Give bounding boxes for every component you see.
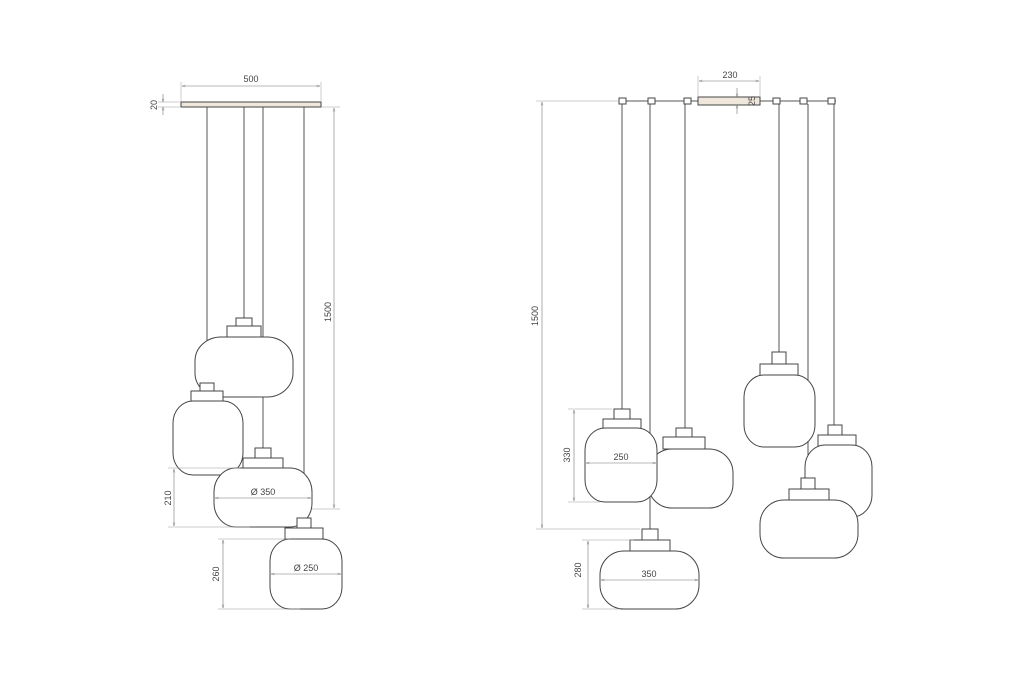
right-dim-total-height: 1500 [530, 100, 640, 530]
left-fixture: 500 20 1500 210 Ø 350 [149, 74, 343, 610]
rail-connector [647, 97, 656, 105]
left-dim-large-shade-height: 210 [163, 467, 250, 528]
right-shade-g [743, 351, 816, 448]
left-large-shade-height-label: 210 [163, 490, 173, 505]
left-dim-small-shade-height: 260 [211, 538, 300, 610]
right-large-shade-width-label: 350 [641, 569, 656, 579]
right-small-shade-width-label: 250 [613, 452, 628, 462]
right-dim-small-shade-width: 250 [586, 452, 656, 463]
right-shade-f [584, 408, 658, 503]
left-dim-small-shade-diameter: Ø 250 [271, 563, 341, 574]
right-large-shade-height-label: 280 [573, 562, 583, 577]
left-dim-large-shade-diameter: Ø 350 [215, 487, 311, 498]
rail-connector [618, 97, 627, 105]
left-dim-canopy-width: 500 [180, 74, 322, 102]
right-canopy-height-label: 25 [747, 96, 757, 106]
left-small-shade-height-label: 260 [211, 566, 221, 581]
right-dim-canopy-width: 230 [697, 70, 761, 97]
right-fixture: 230 25 1500 330 250 [530, 70, 873, 610]
right-dim-small-shade-height: 330 [562, 408, 612, 503]
left-canopy-height-label: 20 [149, 100, 159, 110]
left-dim-total-height: 1500 [312, 106, 340, 510]
right-dim-large-shade-height: 280 [573, 539, 634, 610]
right-small-shade-height-label: 330 [562, 447, 572, 462]
right-shade-e [647, 427, 734, 509]
rail-connector [827, 97, 836, 105]
rail-connector [799, 97, 808, 105]
left-total-height-label: 1500 [323, 302, 333, 322]
left-canopy-plate [180, 101, 322, 108]
rail-connector [772, 97, 781, 105]
right-canopy-box [697, 96, 761, 106]
right-shade-i [759, 477, 859, 559]
left-shade-a [194, 317, 294, 398]
right-canopy-width-label: 230 [722, 70, 737, 80]
left-shade-b [172, 382, 244, 476]
rail-connector [683, 97, 692, 105]
right-dim-canopy-height: 25 [737, 88, 757, 114]
left-small-shade-diameter-label: Ø 250 [294, 563, 319, 573]
right-total-height-label: 1500 [530, 306, 540, 326]
left-large-shade-diameter-label: Ø 350 [251, 487, 276, 497]
left-canopy-width-label: 500 [243, 74, 258, 84]
left-dim-canopy-height: 20 [149, 94, 181, 115]
right-dim-large-shade-width: 350 [601, 569, 698, 580]
